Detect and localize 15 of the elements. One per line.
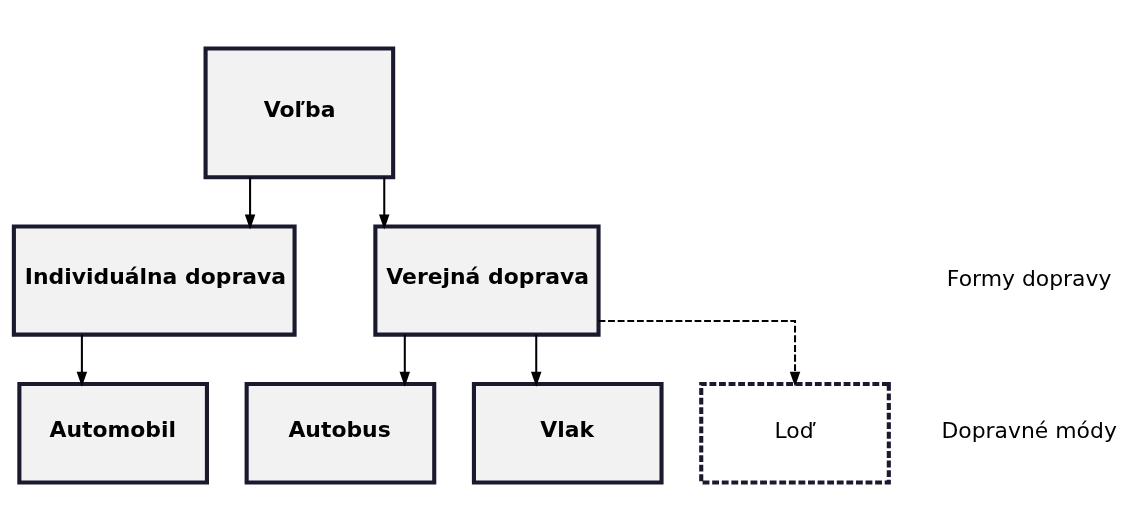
- node-box: Vlak: [471, 381, 664, 485]
- arrow: [530, 334, 542, 387]
- label: Dopravné módy: [941, 418, 1117, 444]
- node-box: Automobil: [17, 381, 209, 485]
- label: Formy dopravy: [946, 265, 1112, 291]
- arrow: [378, 177, 390, 230]
- node-box: Individuálna doprava: [11, 224, 297, 337]
- node-box: Verejná doprava: [373, 224, 601, 337]
- arrow: [76, 334, 88, 387]
- arrow: [598, 319, 801, 387]
- node-box: Voľba: [203, 46, 396, 180]
- arrow: [244, 177, 256, 230]
- node-box: Autobus: [244, 381, 437, 485]
- node-box: Loď: [699, 381, 891, 485]
- arrow: [399, 334, 411, 387]
